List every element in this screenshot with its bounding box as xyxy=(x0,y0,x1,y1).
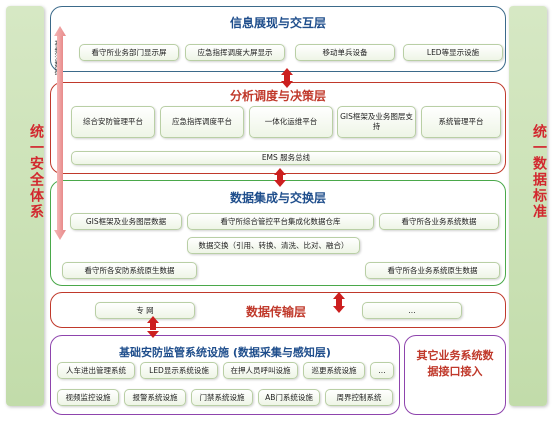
data-standard-bar: 统一数据标准 xyxy=(509,6,547,406)
arrow-decision-integration xyxy=(274,168,286,187)
infra-item: 门禁系统设施 xyxy=(191,389,253,406)
integration-layer-title: 数据集成与交换层 xyxy=(229,191,326,205)
ems-service-bus: EMS 服务总线 xyxy=(71,151,501,165)
presentation-item: 应急指挥调度大屏显示 xyxy=(185,44,285,61)
other-systems-box: 其它业务系统数据接口接入 xyxy=(404,335,506,415)
infra-item: 人车进出管理系统 xyxy=(57,362,135,379)
decision-item: 应急指挥调度平台 xyxy=(160,106,244,138)
data-exchange: 数据交换（引用、转换、清洗、比对、融合） xyxy=(187,237,360,254)
infra-item: 视频监控设施 xyxy=(57,389,119,406)
decision-layer-title: 分析调度与决策层 xyxy=(229,89,326,103)
decision-item: 综合安防管理平台 xyxy=(71,106,155,138)
infra-item: ... xyxy=(370,362,394,379)
private-network: 专 网 xyxy=(95,302,195,319)
infra-item: LED显示系统设施 xyxy=(140,362,218,379)
presentation-item: 看守所业务部门显示屏 xyxy=(79,44,179,61)
transport-other: ... xyxy=(362,302,462,319)
infra-item: 巡更系统设施 xyxy=(303,362,365,379)
raw-security-data: 看守所各安防系统原生数据 xyxy=(62,262,197,279)
infra-item: AB门系统设施 xyxy=(258,389,320,406)
arrow-transport-infrastructure xyxy=(147,316,159,338)
raw-business-data: 看守所各业务系统原生数据 xyxy=(365,262,500,279)
security-system-label: 统一安全体系 xyxy=(28,124,44,220)
presentation-item: LED等显示设施 xyxy=(403,44,503,61)
presentation-item: 移动单兵设备 xyxy=(295,44,395,61)
arrow-integration-transport xyxy=(333,292,345,313)
video-stream-arrow xyxy=(54,26,66,240)
arrow-presentation-decision xyxy=(281,68,293,88)
integration-item: GIS框架及业务图层数据 xyxy=(70,213,182,230)
infra-item: 周界控制系统 xyxy=(325,389,393,406)
presentation-layer-title: 信息展现与交互层 xyxy=(229,16,326,30)
security-system-bar: 统一安全体系 xyxy=(6,6,44,406)
integration-item: 看守所综合管控平台集成化数据仓库 xyxy=(187,213,374,230)
infrastructure-layer-title: 基础安防监管系统设施 (数据采集与感知层) xyxy=(119,346,331,359)
transport-layer-title: 数据传输层 xyxy=(245,305,306,319)
integration-item: 看守所各业务系统数据 xyxy=(379,213,499,230)
decision-item: 系统管理平台 xyxy=(421,106,501,138)
infra-item: 在押人员呼叫设施 xyxy=(223,362,298,379)
presentation-layer: 信息展现与交互层 xyxy=(50,6,506,72)
decision-item: 一体化运维平台 xyxy=(249,106,333,138)
other-systems-label: 其它业务系统数据接口接入 xyxy=(416,349,494,378)
data-standard-label: 统一数据标准 xyxy=(531,124,547,220)
decision-item: GIS框架及业务图层支持 xyxy=(337,106,416,138)
infra-item: 报警系统设施 xyxy=(124,389,186,406)
